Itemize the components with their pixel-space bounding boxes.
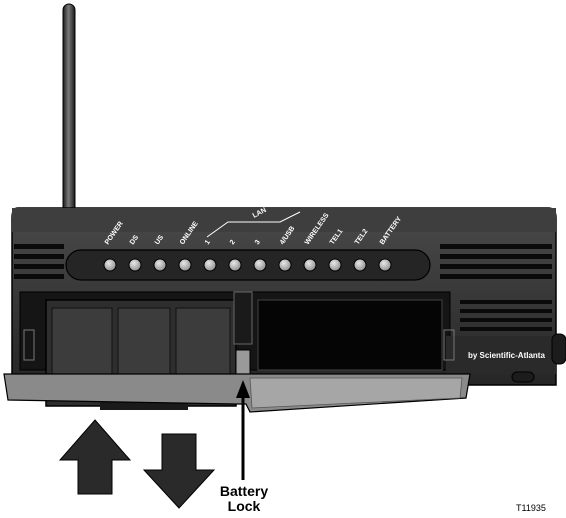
led-6: [229, 259, 241, 271]
brand-label: by Scientific-Atlanta: [468, 351, 545, 360]
arrow-up-icon: [60, 420, 130, 494]
led-panel: [66, 250, 430, 280]
led-5: [204, 259, 216, 271]
figure-id: T11935: [516, 503, 546, 513]
led-10: [329, 259, 341, 271]
battery-lock-latch: [234, 292, 252, 374]
led-11: [354, 259, 366, 271]
led-3: [154, 259, 166, 271]
callout-line-2: Lock: [216, 499, 272, 514]
antenna: [63, 4, 75, 216]
led-4: [179, 259, 191, 271]
arrow-down-icon: [144, 434, 214, 508]
led-12: [379, 259, 391, 271]
led-8: [279, 259, 291, 271]
led-9: [304, 259, 316, 271]
led-2: [129, 259, 141, 271]
battery-lock-callout: Battery Lock: [216, 484, 272, 514]
led-1: [104, 259, 116, 271]
battery-lock-pointer: [236, 380, 250, 480]
callout-line-1: Battery: [216, 484, 272, 499]
led-7: [254, 259, 266, 271]
